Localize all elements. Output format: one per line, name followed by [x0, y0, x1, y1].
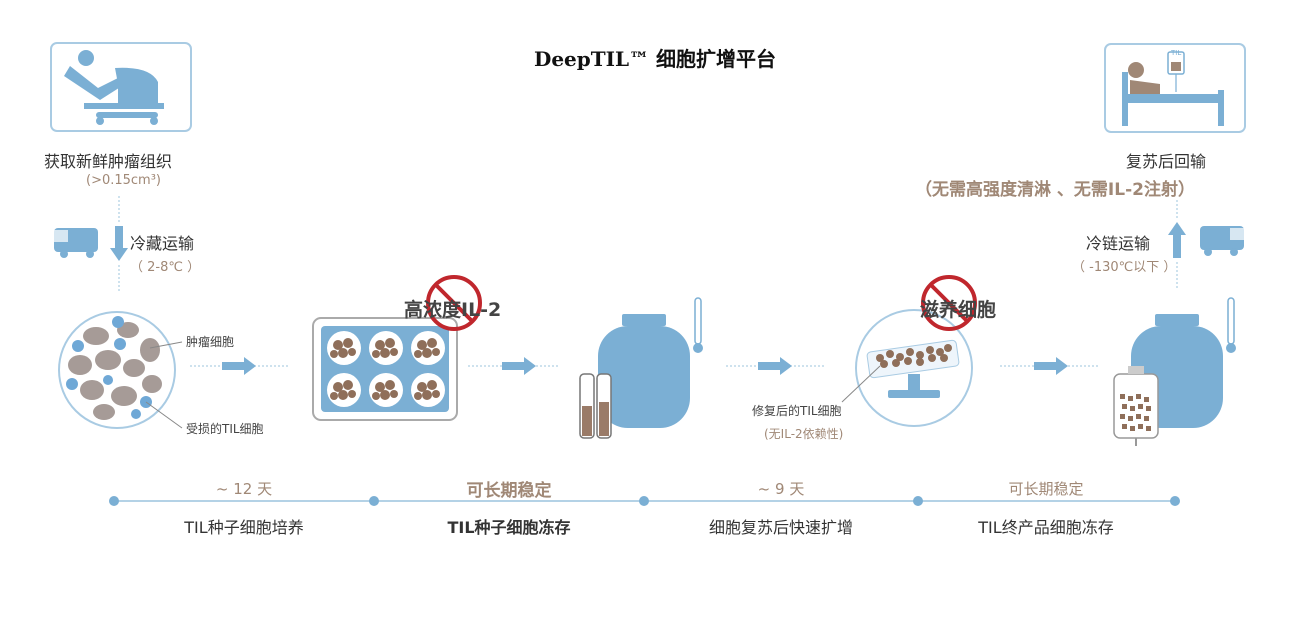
cryo-tank-1	[579, 297, 703, 439]
nurse-cells-label: 滋养细胞	[920, 299, 997, 321]
nurse-culture-dish	[855, 309, 973, 427]
harvest-sub: (>0.15cm³)	[86, 173, 162, 188]
well-plate	[312, 317, 458, 421]
stage-2: TIL种子细胞冻存	[447, 518, 571, 537]
tumor-tissue-circle	[58, 311, 176, 429]
stage-1: TIL种子细胞培养	[184, 518, 304, 537]
reinfusion-label: 复苏后回输	[1126, 152, 1207, 171]
duration-1: ~ 12 天	[215, 480, 273, 498]
prohibited-icon-nurse	[921, 275, 977, 331]
duration-3: ~ 9 天	[757, 480, 805, 498]
repaired-til-label: 修复后的TIL细胞	[752, 404, 842, 418]
truck-icon-right	[1200, 226, 1244, 256]
timeline	[109, 496, 1180, 506]
reinfusion-note: （无需高强度清淋 、无需IL-2注射）	[915, 180, 1195, 200]
no-il2-dependence-label: (无IL-2依赖性)	[764, 427, 844, 441]
hospital-bed-icon	[1104, 43, 1246, 133]
prohibited-icon-il2	[426, 275, 482, 331]
surgery-icon	[50, 42, 192, 132]
duration-4: 可长期稳定	[1008, 480, 1084, 498]
cold-transport-label: 冷藏运输	[130, 234, 195, 253]
damaged-til-label: 受损的TIL细胞	[186, 422, 264, 436]
cryo-tank-2	[1113, 297, 1236, 446]
cold-chain-label: 冷链运输	[1086, 234, 1151, 253]
cold-chain-sub: （ -130℃以下 ）	[1072, 260, 1177, 275]
duration-2: 可长期稳定	[466, 481, 552, 501]
high-il2-label: 高浓度IL-2	[404, 299, 502, 321]
stage-3: 细胞复苏后快速扩增	[708, 518, 853, 537]
tumor-cells-label: 肿瘤细胞	[186, 335, 235, 349]
truck-icon-left	[54, 228, 98, 258]
bag-tag-label: TIL	[1171, 49, 1182, 57]
cold-transport-sub: （ 2-8℃ ）	[130, 260, 201, 275]
page-title: DeepTIL™ 细胞扩增平台	[533, 47, 777, 71]
flow-arrows	[190, 357, 1100, 375]
harvest-label: 获取新鲜肿瘤组织	[44, 152, 173, 171]
stage-4: TIL终产品细胞冻存	[978, 518, 1114, 537]
